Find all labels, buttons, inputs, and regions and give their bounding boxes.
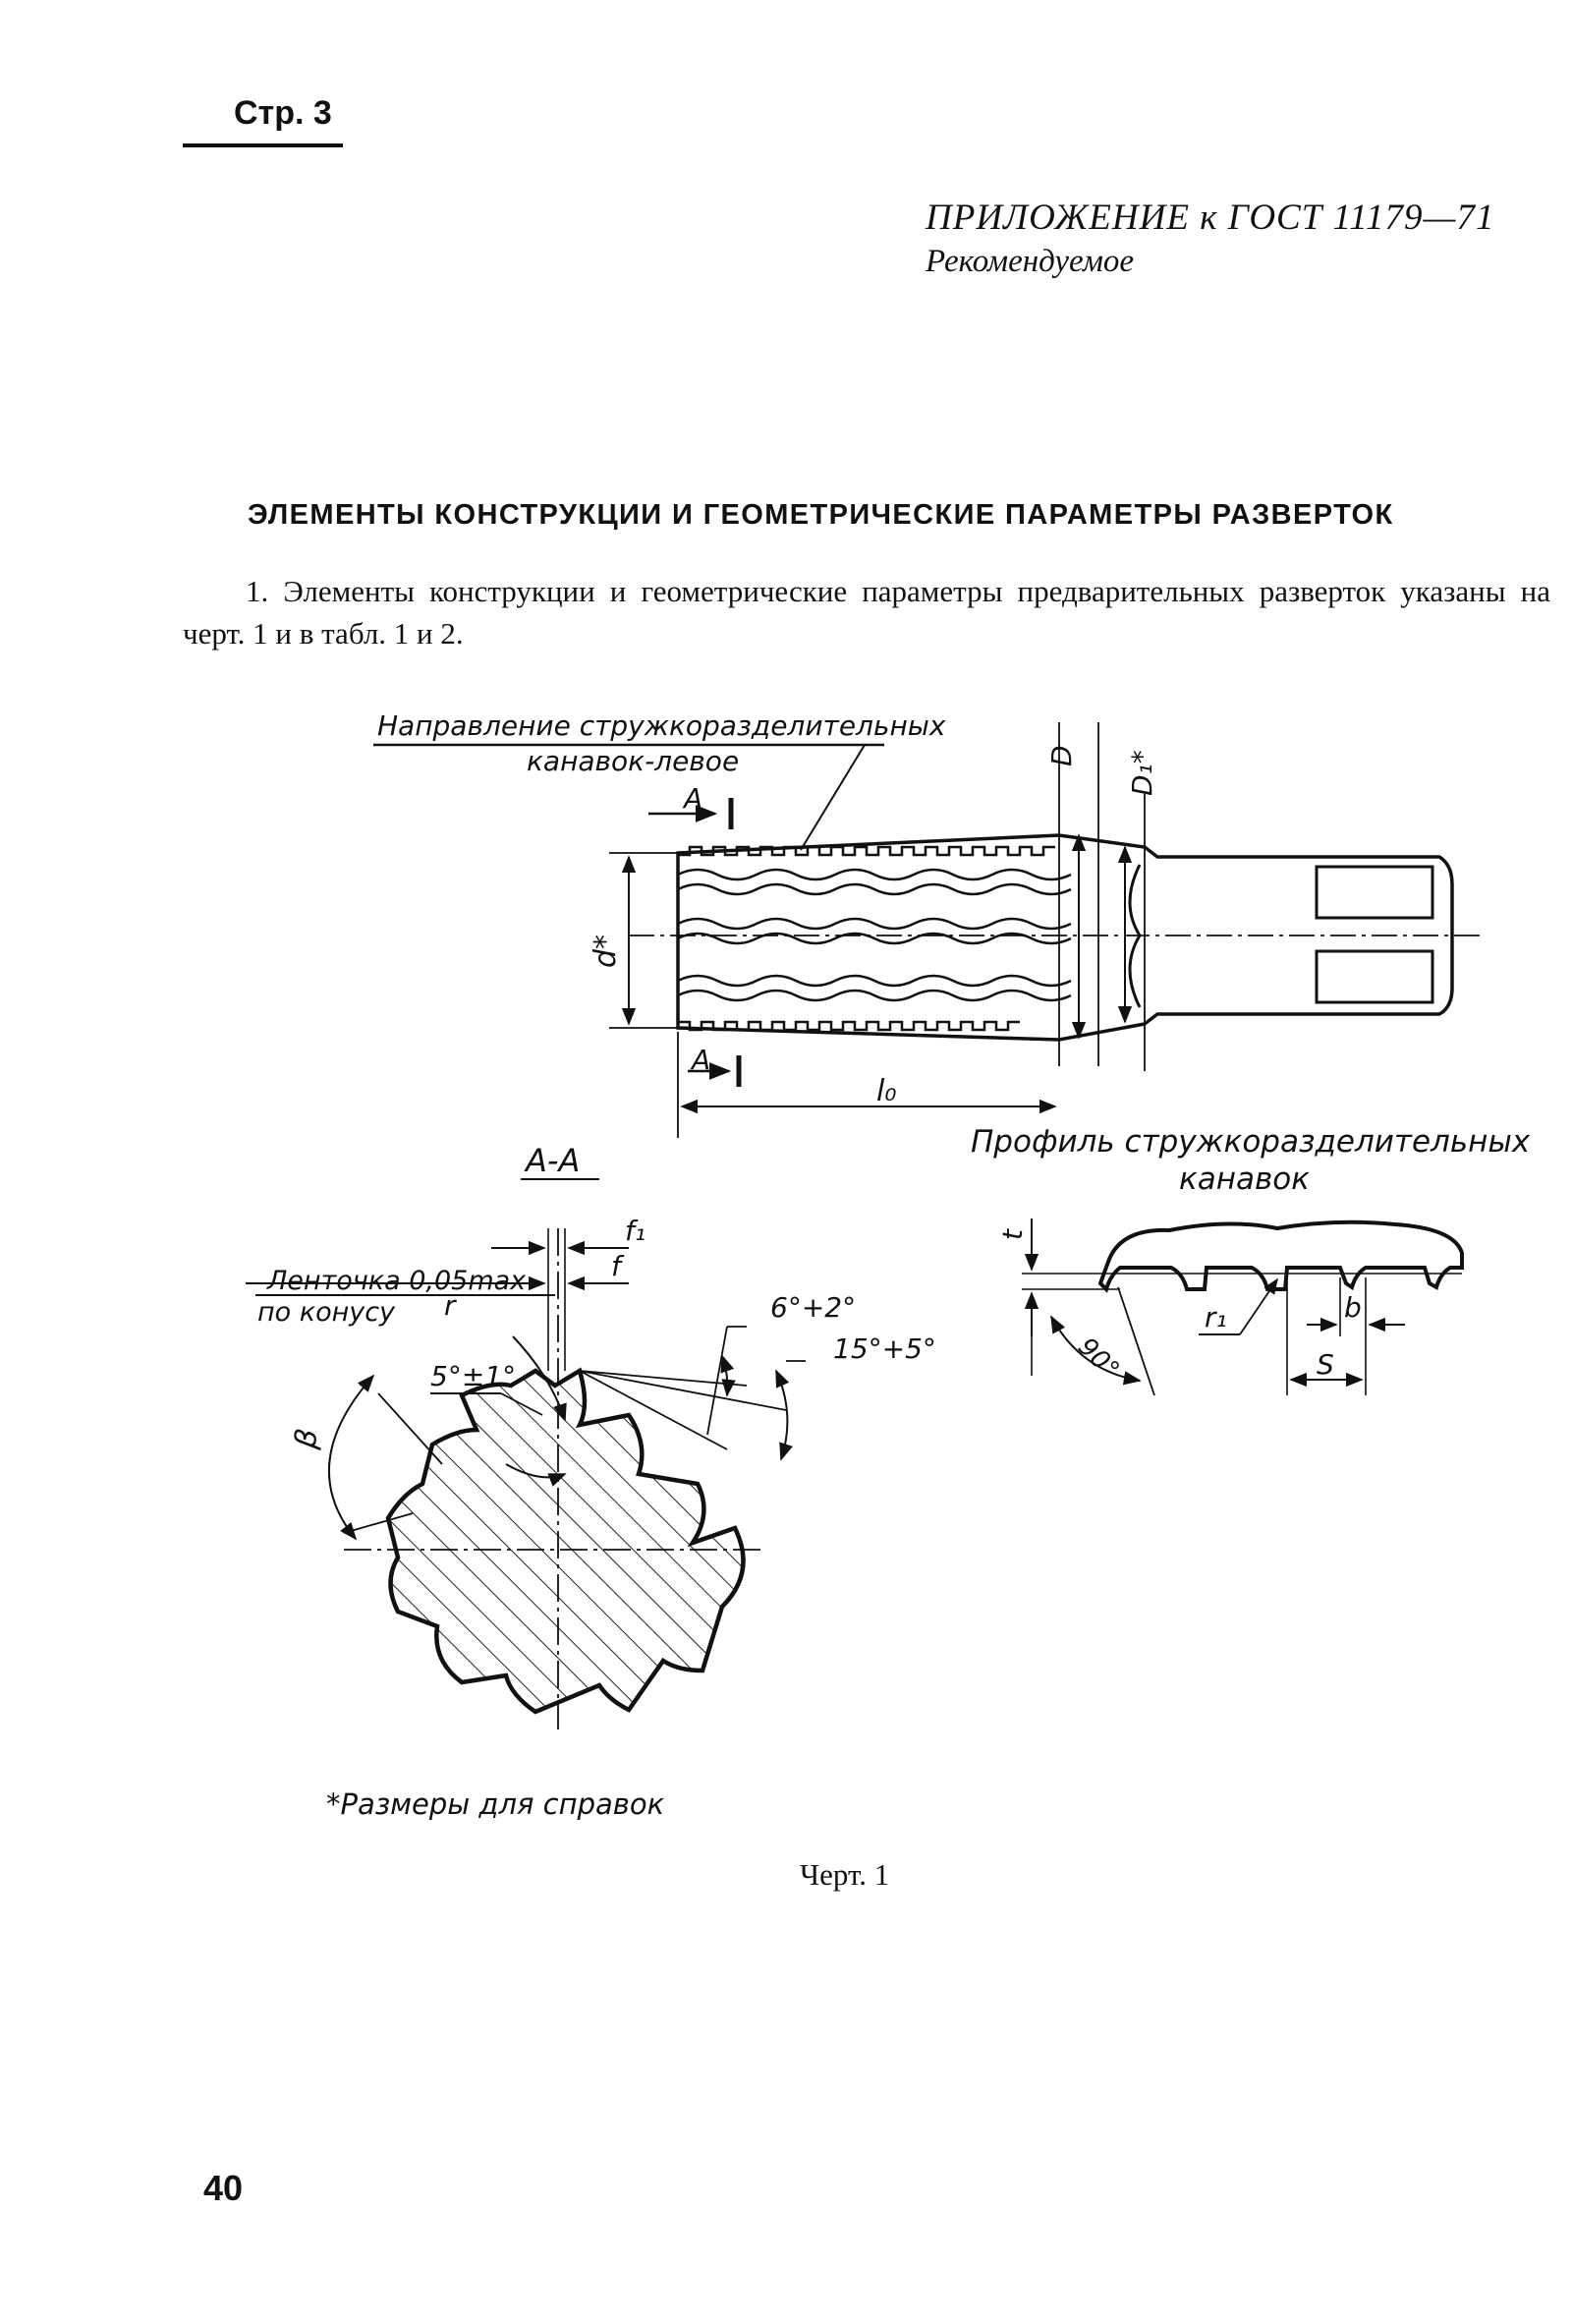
dim-t-label: t — [996, 1228, 1029, 1240]
direction-label-line1: Направление стружкоразделительных — [377, 709, 946, 742]
dim-f1-label: f₁ — [625, 1215, 646, 1247]
page-label: Стр. 3 — [234, 94, 332, 132]
land-label-line2: по конусу — [257, 1297, 396, 1328]
angle-6-label: 6°+2° — [770, 1291, 856, 1324]
figure-caption: Черт. 1 — [800, 1857, 890, 1892]
reamer-side-view — [373, 722, 1484, 1138]
angle-beta-label: β — [288, 1426, 325, 1451]
section-view-label: А-А — [524, 1142, 580, 1179]
reference-note: *Размеры для справок — [326, 1787, 665, 1821]
section-heading: ЭЛЕМЕНТЫ КОНСТРУКЦИИ И ГЕОМЕТРИЧЕСКИЕ ПА… — [248, 499, 1394, 531]
appendix-title: ПРИЛОЖЕНИЕ к ГОСТ 11179—71 — [926, 198, 1495, 238]
cross-section — [246, 1228, 806, 1729]
section-mark-bottom: А — [690, 1044, 710, 1076]
land-label-line1: Ленточка 0,05max — [266, 1266, 527, 1296]
dim-b-label: b — [1344, 1291, 1362, 1324]
dim-f-label: f — [611, 1250, 625, 1282]
dim-r1-label: r₁ — [1205, 1301, 1227, 1333]
dim-r-label: r — [444, 1289, 457, 1322]
appendix-status: Рекомендуемое — [926, 244, 1135, 279]
section-paragraph: 1. Элементы конструкции и геометрические… — [183, 574, 1550, 651]
direction-label-line2: канавок-левое — [527, 745, 739, 777]
page-number: 40 — [203, 2168, 244, 2208]
dim-l0-label: l₀ — [876, 1074, 896, 1108]
header-rule — [183, 143, 343, 147]
dim-D1-label: D₁* — [1126, 750, 1158, 796]
profile-label-line1: Профиль стружкоразделительных — [971, 1124, 1531, 1160]
profile-label-line2: канавок — [1179, 1162, 1310, 1197]
dim-D-label: D — [1045, 745, 1078, 766]
dim-d-label: d* — [589, 935, 623, 968]
flute-profile — [1022, 1219, 1464, 1396]
angle-90-label: 90° — [1072, 1332, 1125, 1386]
dim-S-label: S — [1317, 1348, 1334, 1381]
angle-5-label: 5°±1° — [430, 1360, 516, 1392]
section-mark-top: А — [682, 782, 702, 815]
angle-15-label: 15°+5° — [833, 1332, 936, 1365]
